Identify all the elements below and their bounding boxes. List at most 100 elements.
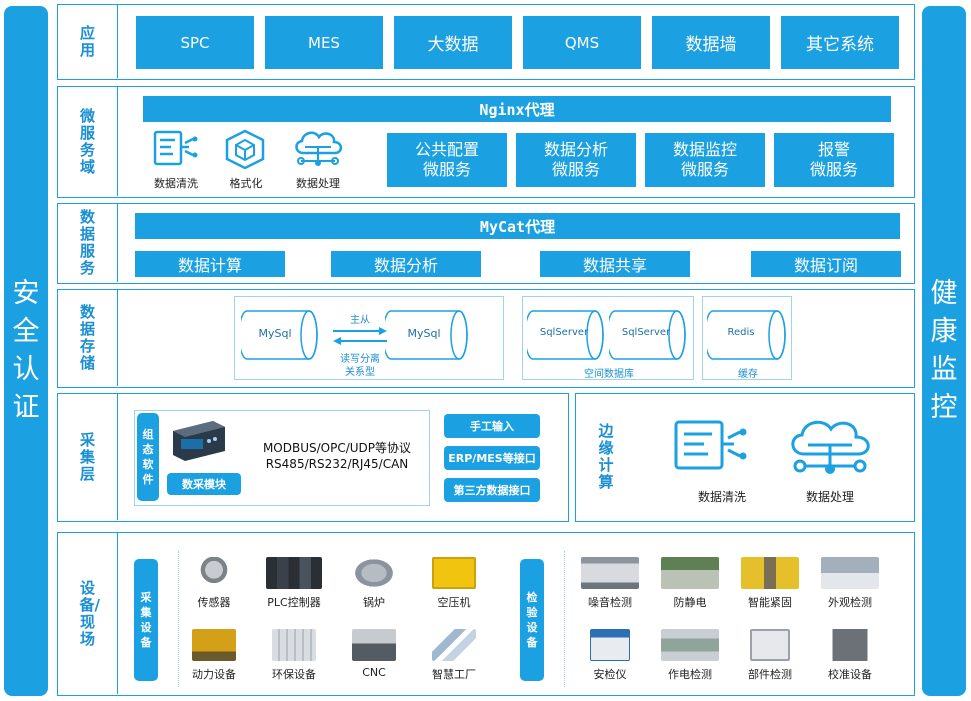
smart-factory-icon xyxy=(432,629,476,661)
data-storage-layer: 数据存储 MySql MySql 主从 读写分离 关系型 SqlServer S… xyxy=(57,289,915,388)
mysql-a-label: MySql xyxy=(258,327,292,340)
sync-arrows-icon xyxy=(333,327,387,345)
microservice-layer: 微服务域 Nginx代理 数据清洗 格式化 数据处理 公共配置微服务 数据分析微… xyxy=(57,86,915,198)
power-device: 动力设备 xyxy=(184,629,244,682)
app-layer-label: 应用 xyxy=(58,5,118,78)
mysql-a-cylinder-icon xyxy=(241,310,318,360)
app-bigdata-button[interactable]: 大数据 xyxy=(394,16,512,69)
config-software-box: 组态软件 数采模块 MODBUS/OPC/UDP等协议 RS485/RS232/… xyxy=(134,410,430,506)
redis-label: Redis xyxy=(727,327,755,338)
boiler-device: 锅炉 xyxy=(344,557,404,610)
security-checker-icon xyxy=(590,629,630,661)
third-party-interface-button[interactable]: 第三方数据接口 xyxy=(444,478,540,502)
smart-fastening-icon xyxy=(741,557,799,589)
noise-tester-icon xyxy=(581,557,639,589)
electrical-tester-icon xyxy=(661,629,719,661)
app-spc-button[interactable]: SPC xyxy=(136,16,254,69)
inspect-device-pill: 检验设备 xyxy=(520,559,544,681)
app-datawall-button[interactable]: 数据墙 xyxy=(652,16,770,69)
appearance-inspect-icon xyxy=(821,557,879,589)
mysql-b-label: MySql xyxy=(407,327,441,340)
spatial-db-label: 空间数据库 xyxy=(584,369,634,380)
inspect-divider xyxy=(564,551,565,687)
smart-fastening-device: 智能紧固 xyxy=(738,557,802,610)
data-cleaning-caption: 数据清洗 xyxy=(154,177,198,190)
manual-input-button[interactable]: 手工输入 xyxy=(444,414,540,438)
plc-device: PLC控制器 xyxy=(264,557,324,610)
sqlserver-a-label: SqlServer xyxy=(539,327,589,338)
redis-cylinder-icon xyxy=(707,310,786,360)
daq-module-button[interactable]: 数采模块 xyxy=(167,473,241,495)
cnc-device: CNC xyxy=(344,629,404,679)
environment-device: 环保设备 xyxy=(264,629,324,682)
data-compute-button[interactable]: 数据计算 xyxy=(135,251,285,277)
air-compressor-device: 空压机 xyxy=(424,557,484,610)
master-slave-label: 主从 xyxy=(350,315,370,326)
security-auth-text: 安全认证 xyxy=(12,278,40,423)
appearance-inspect-device: 外观检测 xyxy=(818,557,882,610)
antistatic-icon xyxy=(661,557,719,589)
config-software-pill: 组态软件 xyxy=(137,413,159,501)
edge-data-process-cloud-icon xyxy=(784,414,876,478)
edge-compute-layer: 边缘计算 数据清洗 数据处理 xyxy=(575,393,915,522)
sqlserver-a-cylinder-icon xyxy=(527,310,604,360)
sqlserver-group: SqlServer SqlServer 空间数据库 xyxy=(522,296,694,380)
calibration-device: 校准设备 xyxy=(818,629,882,682)
calibration-equipment-icon xyxy=(821,629,879,661)
data-subscribe-button[interactable]: 数据订阅 xyxy=(751,251,901,277)
data-analysis-button[interactable]: 数据分析 xyxy=(331,251,481,277)
collect-layer: 采集层 组态软件 数采模块 MODBUS/OPC/UDP等协议 RS485/RS… xyxy=(57,393,569,522)
sensor-device: 传感器 xyxy=(184,557,244,610)
public-config-service-button[interactable]: 公共配置微服务 xyxy=(387,133,507,187)
security-check-device: 安检仪 xyxy=(578,629,642,682)
daq-module-device-icon xyxy=(169,417,229,465)
power-generator-icon xyxy=(192,629,236,661)
edge-data-cleaning-caption: 数据清洗 xyxy=(697,490,746,504)
alarm-service-button[interactable]: 报警微服务 xyxy=(774,133,894,187)
data-service-layer: 数据服务 MyCat代理 数据计算 数据分析 数据共享 数据订阅 xyxy=(57,203,915,284)
read-write-split-label: 读写分离 xyxy=(340,354,380,365)
mysql-b-cylinder-icon xyxy=(385,310,468,360)
cnc-icon xyxy=(352,629,396,661)
collect-device-pill: 采集设备 xyxy=(134,559,158,681)
health-monitor-bar: 健康监控 xyxy=(922,6,966,696)
boiler-icon xyxy=(352,557,396,589)
device-field-layer: 设备/现场 采集设备 传感器 PLC控制器 锅炉 空压机 动力设备 环保设备 C… xyxy=(57,532,915,696)
data-cleaning-icon xyxy=(153,129,199,169)
edge-data-process-caption: 数据处理 xyxy=(805,490,854,504)
data-process-cloud-icon xyxy=(291,127,345,169)
electrical-test-device: 作电检测 xyxy=(658,629,722,682)
sensor-icon xyxy=(192,557,236,589)
nginx-proxy-bar: Nginx代理 xyxy=(143,96,891,122)
microservice-layer-label: 微服务域 xyxy=(58,87,118,196)
antistatic-device: 防静电 xyxy=(658,557,722,610)
format-caption: 格式化 xyxy=(229,177,263,190)
health-monitor-text: 健康监控 xyxy=(930,278,958,423)
app-other-button[interactable]: 其它系统 xyxy=(781,16,899,69)
data-analysis-service-button[interactable]: 数据分析微服务 xyxy=(516,133,636,187)
app-layer: 应用 SPC MES 大数据 QMS 数据墙 其它系统 xyxy=(57,4,915,80)
component-test-device: 部件检测 xyxy=(738,629,802,682)
smart-factory-device: 智慧工厂 xyxy=(424,629,484,682)
protocol-line-1: MODBUS/OPC/UDP等协议 xyxy=(262,441,412,455)
edge-compute-label: 边缘计算 xyxy=(598,422,614,491)
app-mes-button[interactable]: MES xyxy=(265,16,383,69)
mysql-group: MySql MySql 主从 读写分离 关系型 xyxy=(234,296,504,380)
erp-mes-interface-button[interactable]: ERP/MES等接口 xyxy=(444,446,540,470)
mycat-proxy-bar: MyCat代理 xyxy=(135,213,900,239)
collect-layer-label: 采集层 xyxy=(58,394,118,520)
protocol-line-2: RS485/RS232/RJ45/CAN xyxy=(265,457,409,471)
data-process-caption: 数据处理 xyxy=(296,177,340,190)
sqlserver-b-label: SqlServer xyxy=(621,327,671,338)
component-tester-icon xyxy=(750,629,790,661)
edge-data-cleaning-icon xyxy=(672,416,752,476)
plc-icon xyxy=(266,557,322,589)
data-monitor-service-button[interactable]: 数据监控微服务 xyxy=(645,133,765,187)
noise-test-device: 噪音检测 xyxy=(578,557,642,610)
app-qms-button[interactable]: QMS xyxy=(523,16,641,69)
collect-divider xyxy=(178,551,179,687)
redis-group: Redis 缓存 xyxy=(702,296,792,380)
data-service-layer-label: 数据服务 xyxy=(58,204,118,282)
device-field-layer-label: 设备/现场 xyxy=(58,533,118,694)
data-share-button[interactable]: 数据共享 xyxy=(540,251,690,277)
